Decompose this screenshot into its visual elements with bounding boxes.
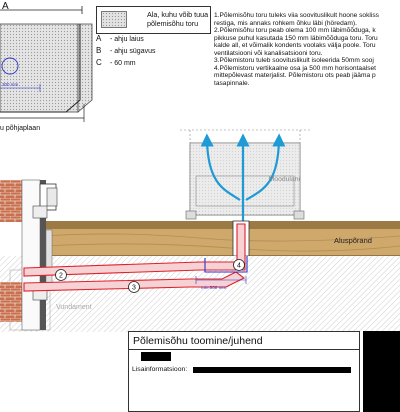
plan-stove-area <box>0 23 79 113</box>
plan-inner-label: 300 mm <box>2 82 19 87</box>
legend-box: Ala, kuhu võib tuua põlemisõhu toru <box>96 6 211 34</box>
dimension-row: C - 60 mm <box>96 57 155 69</box>
redacted-info <box>193 367 351 373</box>
instruction-notes: 1.Põlemisõhu toru tuleks viia soovitusli… <box>214 12 400 92</box>
dimension-text: - 60 mm <box>109 60 136 67</box>
dimension-text: - ahju laius <box>109 36 144 43</box>
dimension-key: C <box>96 58 102 67</box>
dimension-row: A - ahju laius <box>96 33 155 45</box>
legend-swatch <box>101 11 127 28</box>
dimension-key: B <box>96 46 102 55</box>
dimension-text: - ahju sügavus <box>109 48 156 55</box>
moodulahi-label: Moodulahi <box>269 176 301 183</box>
note-line: 1.Põlemisõhu toru tuleks viia soovitusli… <box>214 12 379 19</box>
title-divider <box>129 349 359 350</box>
axis-letter-a: A <box>2 1 9 12</box>
note-line: tasapinnale. <box>214 79 250 87</box>
redacted-name <box>141 352 171 361</box>
note-line: mittepõlevast materjalist. Põlemistoru o… <box>214 72 376 80</box>
note-line: pikkuse puhul kasutada 150 mm läbimõõdug… <box>214 34 378 42</box>
plan-pipe-circle <box>1 57 19 75</box>
callout-label-3: 3 <box>132 285 136 292</box>
note-line: 3.Põlemistoru tuleb soovituslikult isole… <box>214 57 374 65</box>
airflow-arrows <box>200 133 286 222</box>
dimension-key: A <box>96 34 102 43</box>
dimension-list: A - ahju laius B - ahju sügavus C - 60 m… <box>96 33 155 69</box>
note-line: 2.Põlemisõhu toru peab olema 100 mm läbi… <box>214 27 376 35</box>
aluspõrand-label: Aluspõrand <box>334 236 372 245</box>
plan-caption: u põhjaplaan <box>0 125 41 132</box>
lisainfo-label: Lisainformatsioon: <box>132 366 188 373</box>
drawing-title: Põlemisõhu toomine/juhend <box>133 335 263 347</box>
callout-circles <box>55 259 245 293</box>
redacted-logo-block <box>363 331 400 412</box>
callout-circle-3 <box>128 281 140 293</box>
note-line: kalde all, et võimalik kondents voolaks … <box>214 42 376 50</box>
note-line: 4.Põlemistoru vertikaalne osa ja 500 mm … <box>214 64 376 72</box>
title-block: Põlemisõhu toomine/juhend Lisainformatsi… <box>128 331 360 412</box>
callout-circle-2 <box>55 269 67 281</box>
outer-wall <box>0 179 58 331</box>
callout-label-4: 4 <box>237 263 241 270</box>
min-distance-label: min 500 mm <box>201 285 226 290</box>
dimension-row: B - ahju sügavus <box>96 45 155 57</box>
legend-text: Ala, kuhu võib tuua põlemisõhu toru <box>147 10 209 28</box>
vundament-label: Vundament <box>56 304 92 311</box>
note-line: restiga, mis annaks rohkem õhku läbi (hö… <box>214 19 357 27</box>
callout-label-2: 2 <box>59 273 63 280</box>
plan-view <box>0 6 93 122</box>
note-line: ventilatsiooni või kanalisatsiooni toru. <box>214 49 323 57</box>
callout-circle-4 <box>233 259 245 271</box>
stove-section <box>180 129 310 220</box>
